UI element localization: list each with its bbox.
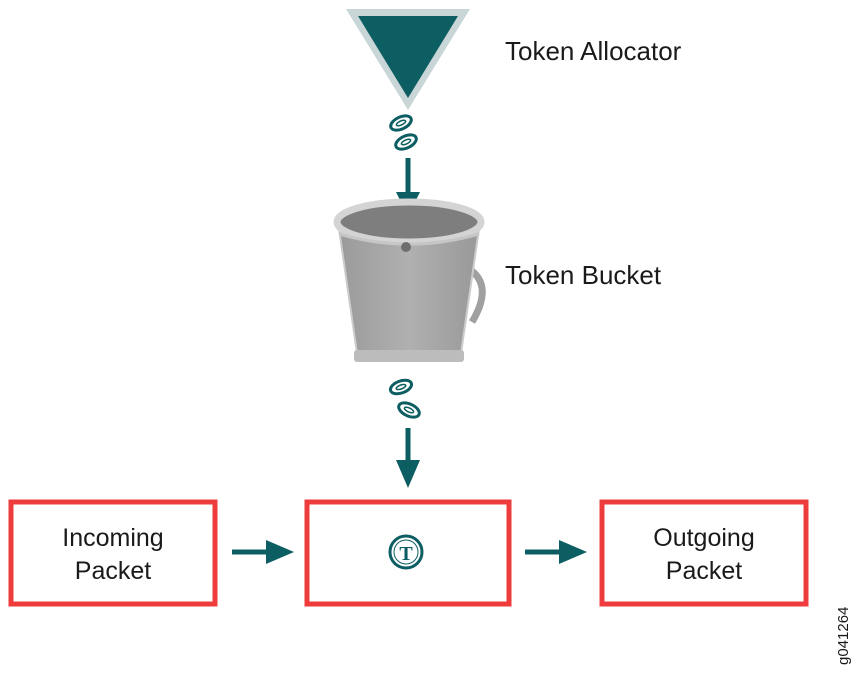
token-allocator-label: Token Allocator — [505, 36, 682, 66]
bucket-icon — [333, 198, 486, 362]
incoming-packet-box: Incoming Packet — [8, 499, 218, 607]
token-coin-icon — [389, 114, 413, 132]
arrow-down-icon — [396, 428, 420, 488]
outgoing-packet-box: Outgoing Packet — [599, 499, 809, 607]
incoming-packet-label-line2: Packet — [75, 557, 151, 585]
token-allocator-funnel-icon — [346, 9, 470, 110]
token-coin-icon — [388, 378, 414, 396]
figure-id-label: g041264 — [835, 607, 852, 665]
token-coin-icon: T — [388, 534, 424, 570]
incoming-packet-label-line1: Incoming — [62, 524, 163, 552]
outgoing-packet-label-line1: Outgoing — [653, 524, 754, 552]
outgoing-packet-label-line2: Packet — [666, 557, 742, 585]
token-symbol: T — [399, 543, 413, 565]
arrow-right-icon — [232, 540, 294, 564]
token-coin-icon — [397, 401, 421, 419]
token-box: T — [304, 499, 512, 607]
token-bucket-label: Token Bucket — [505, 260, 662, 290]
token-coin-icon — [394, 133, 418, 151]
arrow-right-icon — [525, 540, 587, 564]
